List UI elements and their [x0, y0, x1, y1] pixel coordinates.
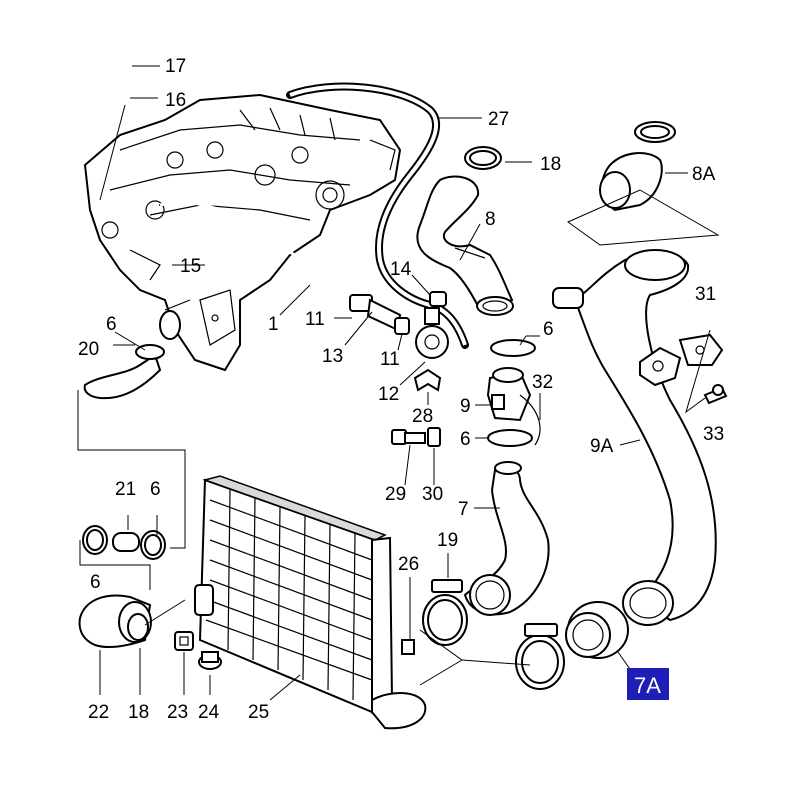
label-8a: 8A [692, 164, 716, 185]
label-28: 28 [412, 406, 433, 427]
label-33: 33 [703, 424, 724, 445]
plug-30 [427, 427, 441, 447]
badge-label: 7A [634, 673, 661, 698]
mount-23 [174, 631, 194, 651]
label-11-a: 11 [305, 309, 325, 330]
label-26: 26 [398, 554, 419, 575]
label-25: 25 [248, 702, 269, 723]
label-12: 12 [378, 384, 399, 405]
label-7: 7 [458, 499, 469, 520]
part-labels: 17 16 27 18 8A 8 15 14 31 1 11 6 6 20 13… [78, 56, 724, 723]
housing-9 [486, 367, 532, 422]
label-6-b: 6 [543, 319, 554, 340]
clip-28 [413, 368, 442, 392]
clamp-6-mid [487, 429, 533, 447]
label-17: 17 [165, 56, 186, 77]
label-8: 8 [485, 209, 496, 230]
label-27: 27 [488, 109, 509, 130]
label-6-d: 6 [150, 479, 161, 500]
label-22: 22 [88, 702, 109, 723]
hose-8 [416, 175, 514, 316]
hose-9a [552, 249, 717, 626]
label-13: 13 [322, 346, 343, 367]
label-6-c: 6 [460, 429, 471, 450]
label-9: 9 [460, 396, 471, 417]
label-6-a: 6 [106, 314, 117, 335]
label-32: 32 [532, 372, 553, 393]
label-29: 29 [385, 484, 406, 505]
label-9a: 9A [590, 436, 614, 457]
label-11-b: 11 [380, 349, 400, 370]
label-18-top: 18 [540, 154, 561, 175]
label-23: 23 [167, 702, 188, 723]
engine-block [83, 93, 402, 372]
bolt-33 [703, 384, 728, 405]
clamp-6-upper [490, 339, 536, 357]
mount-24 [198, 651, 222, 670]
label-24: 24 [198, 702, 220, 723]
intercooler-25 [194, 475, 427, 730]
highlight-badge-7a: 7A [627, 668, 669, 700]
coupler-7a [565, 601, 629, 659]
leader-lines [99, 65, 688, 701]
label-14: 14 [390, 259, 412, 280]
label-16: 16 [165, 90, 186, 111]
label-1: 1 [268, 314, 279, 335]
sensor-29 [391, 429, 426, 445]
label-18-bottom: 18 [128, 702, 149, 723]
label-30: 30 [422, 484, 443, 505]
hose-7 [463, 461, 550, 616]
label-31: 31 [695, 284, 716, 305]
label-20: 20 [78, 339, 99, 360]
connector-21 [112, 532, 140, 552]
label-6-e: 6 [90, 572, 101, 593]
label-21: 21 [115, 479, 136, 500]
hose-22 [78, 594, 152, 649]
hose-8a [599, 121, 676, 212]
label-19: 19 [437, 530, 458, 551]
bracket-31 [639, 333, 724, 387]
label-15: 15 [180, 256, 201, 277]
